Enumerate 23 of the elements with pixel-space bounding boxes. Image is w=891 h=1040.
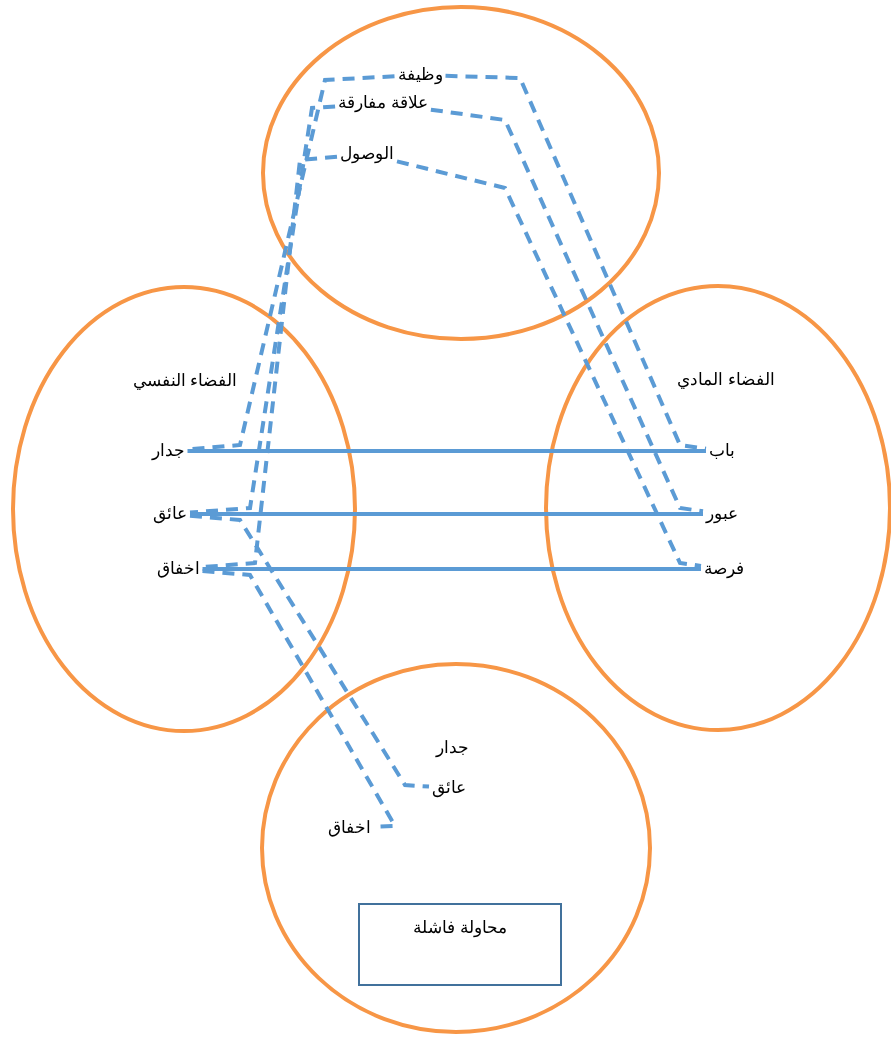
dashed-connector [430,107,704,514]
word-label: علاقة مفارقة [335,93,431,113]
word-label: عبور [703,504,741,524]
dashed-connector [189,513,430,789]
word-label: الوصول [337,144,397,164]
connector-line [187,449,706,453]
word-label: جدار [148,441,188,461]
word-label: جدار [432,738,472,758]
word-label: اخفاق [153,559,203,579]
word-label: عائق [150,504,190,524]
word-label: فرصة [701,559,747,579]
word-label: باب [706,441,738,461]
dashed-connector [396,159,702,568]
word-label: وظيفة [394,65,446,85]
connector-line [202,567,701,571]
word-label: عائق [429,778,469,798]
connector-line [190,512,703,516]
dashed-connector [445,73,707,451]
dashed-connector [189,104,336,515]
region-heading: الفضاء النفسي [131,371,239,391]
text-box: محاولة فاشلة [358,903,562,986]
region-heading: الفضاء المادي [676,370,776,390]
word-label: اخفاق [324,818,374,838]
